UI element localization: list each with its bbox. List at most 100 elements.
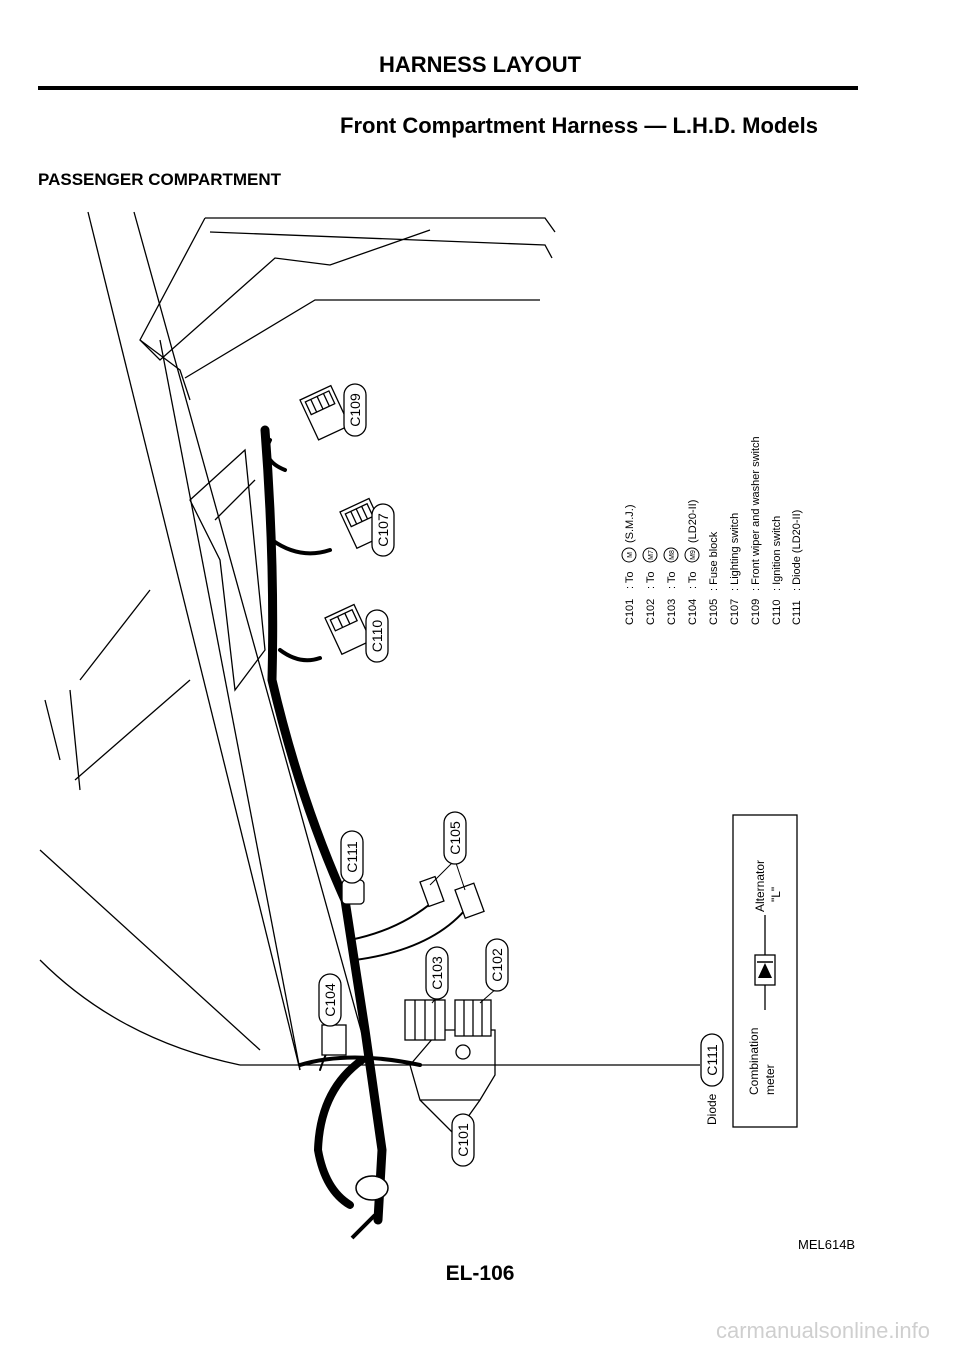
label-c102-text: C102: [489, 948, 505, 982]
outline-line: [139, 217, 431, 361]
legend-item-c104: C104 : To M9 (LD20-II): [684, 500, 700, 625]
label-c104-text: C104: [322, 983, 338, 1017]
inset-left-label2: meter: [763, 1064, 777, 1095]
legend-text: : To: [645, 571, 657, 589]
outline-line: [184, 299, 540, 379]
outline-line: [205, 217, 556, 233]
legend-item-c107: C107 : Lighting switch: [729, 513, 741, 625]
legend-ref: M: [627, 552, 634, 558]
diode-inset: Combination meter Alternator "L": [732, 814, 798, 1128]
label-c105: C105: [443, 811, 467, 865]
label-c111-top-text: C111: [344, 841, 360, 873]
connector-c103-shape: [404, 999, 446, 1041]
legend-item-c103: C103 : To M8: [663, 547, 679, 625]
label-c103: C103: [425, 946, 449, 1000]
harness-branch: [298, 1055, 422, 1067]
outline-line: [39, 849, 261, 1051]
outline-line: [87, 211, 301, 1071]
legend-item-c109: C109 : Front wiper and washer switch: [750, 436, 762, 625]
page-number: EL-106: [445, 1262, 515, 1285]
label-c109: C109: [343, 383, 367, 437]
legend-item-c102: C102 : To M7: [642, 547, 658, 625]
outline-line: [39, 959, 241, 1066]
outline-line: [189, 448, 266, 692]
outline-line: [209, 231, 553, 259]
inset-right-label2: "L": [769, 887, 783, 902]
label-c109-text: C109: [347, 393, 363, 427]
connector-legend: C101 : To M (S.M.J.) C102 : To M7 C103 :…: [621, 436, 803, 625]
connector-c105a-shape: [419, 875, 445, 908]
label-c103-text: C103: [429, 956, 445, 990]
label-c104: C104: [318, 973, 342, 1027]
label-c101: C101: [451, 1113, 475, 1167]
legend-ref: M9: [690, 550, 697, 560]
outline-line: [133, 211, 373, 1071]
label-c107: C107: [371, 503, 395, 557]
diode-label: Diode: [705, 1093, 719, 1125]
harness-branch: [278, 648, 322, 663]
outline-line: [159, 339, 301, 1071]
label-c111-top: C111: [340, 830, 364, 884]
diagram-subtitle: Front Compartment Harness — L.H.D. Model…: [340, 113, 818, 138]
connector-c105b-shape: [454, 882, 485, 920]
label-c105-text: C105: [447, 821, 463, 855]
connector-shapes: [299, 384, 492, 1056]
outline-line: [74, 679, 191, 781]
harness-branch: [354, 909, 466, 961]
legend-code: C110: [771, 600, 783, 625]
label-c110: C110: [365, 609, 389, 663]
legend-item-c111: C111 : Diode (LD20-II): [791, 510, 803, 625]
connector-c110-shape: [324, 603, 372, 656]
legend-text: : Front wiper and washer switch: [750, 436, 762, 591]
connector-c102-shape: [454, 999, 492, 1037]
legend-suffix: (S.M.J.): [624, 505, 636, 544]
body-outline: [39, 211, 700, 1137]
watermark: carmanualsonline.info: [715, 1318, 930, 1343]
header-rule: [38, 86, 858, 90]
outline-line: [214, 479, 256, 521]
connector-c109-shape: [299, 384, 351, 441]
outline-line: [139, 339, 191, 401]
legend-item-c101: C101 : To M (S.M.J.): [621, 505, 637, 625]
legend-text: : Diode (LD20-II): [791, 510, 803, 591]
label-c111-diode: C111: [700, 1033, 724, 1087]
main-harness: [260, 425, 466, 1225]
legend-ref: M8: [669, 550, 676, 560]
harness-trunk: [260, 425, 387, 1225]
legend-text: : Ignition switch: [771, 516, 783, 591]
label-c102: C102: [485, 938, 509, 992]
label-c110-text: C110: [369, 620, 385, 653]
inset-right-label: Alternator: [753, 860, 767, 912]
connector-c104-shape: [321, 1024, 347, 1056]
legend-ref: M7: [648, 550, 655, 560]
label-c101-text: C101: [455, 1123, 471, 1157]
legend-code: C101: [624, 599, 636, 625]
figure-code: MEL614B: [798, 1237, 856, 1252]
legend-text: : To: [666, 571, 678, 589]
outline-line: [69, 689, 81, 791]
label-c107-text: C107: [375, 513, 391, 547]
legend-text: : To: [687, 571, 699, 589]
legend-text: : To: [624, 571, 636, 589]
legend-item-c105: C105 : Fuse block: [708, 531, 720, 625]
harness-loop: [313, 1056, 366, 1209]
harness-branch: [265, 438, 287, 472]
connector-labels: C109 C107 C110 C111 C105 C103 C102 C104: [318, 383, 724, 1167]
legend-code: C103: [666, 599, 678, 625]
label-c111-diode-text: C111: [704, 1044, 720, 1076]
leader-line: [454, 859, 466, 891]
legend-code: C102: [645, 599, 657, 625]
harness-branch: [270, 538, 332, 556]
legend-text: : Fuse block: [708, 531, 720, 591]
leader-line: [429, 859, 456, 886]
legend-code: C105: [708, 599, 720, 625]
page-title: HARNESS LAYOUT: [378, 52, 582, 77]
diode-symbol: [758, 963, 772, 978]
section-label: PASSENGER COMPARTMENT: [38, 170, 282, 189]
grommet: [355, 1175, 389, 1201]
legend-code: C109: [750, 599, 762, 625]
legend-suffix: (LD20-II): [687, 500, 699, 543]
inset-left-label: Combination: [747, 1028, 761, 1095]
outline-line: [44, 699, 61, 761]
